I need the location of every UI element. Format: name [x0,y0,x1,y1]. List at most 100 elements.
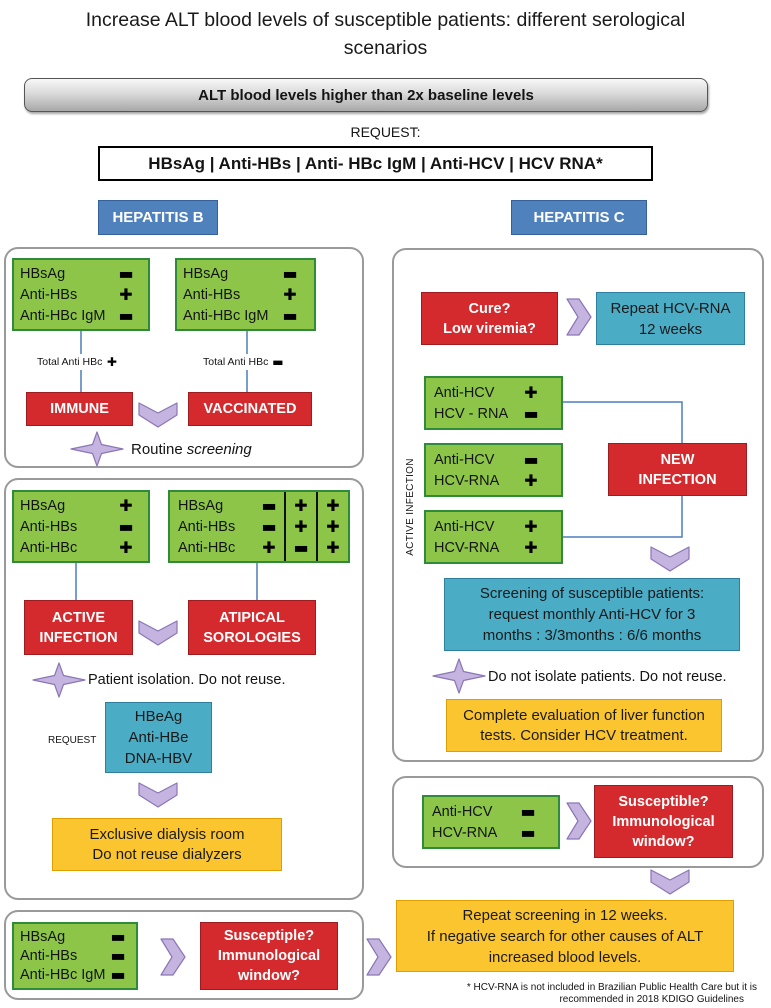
marker-row: Anti-HBs ✚ [183,284,298,305]
marker-row: Anti-HCV✚ [434,516,539,537]
marker-label: HCV-RNA [434,539,500,556]
marker-row: Anti-HBc IgM ▬ [20,305,134,326]
marker-row: HCV - RNA▬ [434,403,539,424]
hcv-susceptible-marker-box: Anti-HCV ▬ HCV-RNA ▬ [422,795,560,849]
atypical-scenario-column-3: ✚ ✚ ✚ [316,492,348,561]
new-infection-box: NEW INFECTION [608,443,747,496]
note-text: Total Anti HBc [203,356,269,368]
atypical-marker-table: HBsAg Anti-HBs Anti-HBc ▬ ▬ ✚ ✚ ✚ ▬ ✚ ✚ … [168,490,350,563]
measure-line: Exclusive dialysis room [89,825,245,843]
patient-isolation-text: Patient isolation. Do not reuse. [88,672,286,688]
page-title: Increase ALT blood levels of susceptible… [0,6,771,62]
marker-sign: ✚ [119,284,133,304]
immune-result-box: IMMUNE [26,392,133,426]
marker-sign: ▬ [118,305,134,325]
hcv-profile-box-1: Anti-HCV ✚ HCV - RNA▬ [424,376,563,430]
marker-sign: ▬ [118,516,134,536]
atypical-labels-column: HBsAg Anti-HBs Anti-HBc [170,492,254,561]
marker-sign: ✚ [524,470,538,490]
marker-label: Anti-HBc IgM [20,307,106,324]
vaccinated-marker-box: HBsAg▬ Anti-HBs✚ Anti-HBc IgM▬ [175,258,316,331]
marker-row: HCV-RNA ✚ [434,470,539,491]
star-icon [70,431,124,467]
footnote-line: recommended in 2018 KDIGO Guidelines [559,994,744,1005]
marker-row: Anti-HBs▬ [20,946,126,965]
marker-sign: ✚ [524,537,538,557]
result-line: ATIPICAL [219,609,285,626]
marker-label: Anti-HBc [20,539,78,556]
chevron-down-icon [650,869,690,895]
active-marker-box: HBsAg✚ Anti-HBs▬ Anti-HBc✚ [12,490,150,563]
chevron-right-icon [566,298,592,336]
no-isolation-text: Do not isolate patients. Do not reuse. [488,669,727,685]
marker-row: Anti-HCV ▬ [432,801,536,822]
marker-sign: ▬ [110,945,126,965]
treatment-line: tests. Consider HCV treatment. [480,726,688,744]
marker-sign: ▬ [520,822,536,842]
marker-label: HBsAg [20,497,66,514]
result-line: Immunological [217,948,321,964]
hcv-profile-box-2: Anti-HCV▬ HCV-RNA ✚ [424,443,563,497]
marker-sign: ✚ [283,284,297,304]
result-line: INFECTION [638,471,717,488]
screening-line: request monthly Anti-HCV for 3 [488,606,696,623]
repeat-line: Repeat screening in 12 weeks. [462,906,668,924]
connector-from-new-infection [563,496,683,538]
result-line: SOROLOGIES [203,629,301,646]
request-tests-box: HBsAg | Anti-HBs | Anti- HBc IgM | Anti-… [98,146,653,181]
marker-row: HBsAg▬ [183,263,298,284]
repeat-screening-box: Repeat screening in 12 weeks. If negativ… [396,900,734,972]
footnote: * HCV-RNA is not included in Brazilian P… [467,982,757,1006]
screening-line: months : 3/3months : 6/6 months [482,627,702,644]
marker-label: HCV-RNA [434,472,500,489]
atypical-serologies-result-box: ATIPICAL SOROLOGIES [188,600,316,655]
cure-low-viremia-box: Cure? Low viremia? [421,292,558,345]
result-line: Cure? [468,300,511,317]
immune-marker-box: HBsAg ▬ Anti-HBs ✚ Anti-HBc IgM ▬ [12,258,150,331]
marker-label: HBsAg [20,265,66,282]
marker-label: HBsAg [183,265,229,282]
request-label: REQUEST: [350,124,421,140]
marker-label: HBsAg [20,928,66,945]
marker-row: Anti-HBs ✚ [20,284,134,305]
routine-text: Routine [131,441,183,458]
marker-label: Anti-HCV [434,384,495,401]
result-line: window? [237,968,300,984]
marker-row: Anti-HBs▬ [20,516,134,537]
followup-tests-box: HBeAg Anti-HBe DNA-HBV [105,702,212,773]
title-line-1: Increase ALT blood levels of susceptible… [85,9,686,31]
marker-sign: ✚ [524,382,538,402]
result-line: Susceptible? [618,793,709,810]
title-line-2: scenarios [343,37,428,59]
hbv-susceptible-result-box: Susceptiple? Immunological window? [200,922,338,990]
chevron-right-icon [566,802,592,840]
marker-label: Anti-HBs [20,286,78,303]
vaccinated-result-box: VACCINATED [188,392,312,426]
marker-label: HCV-RNA [432,824,498,841]
marker-sign: ✚ [326,516,340,536]
dialysis-measures-box: Exclusive dialysis room Do not reuse dia… [52,818,282,871]
connector-to-new-infection [563,401,683,443]
marker-label: Anti-HBs [183,286,241,303]
result-line: Susceptiple? [223,928,315,944]
chevron-right-icon [160,938,186,976]
test-line: HBeAg [134,708,183,725]
marker-label: Anti-HCV [432,803,493,820]
marker-label: Anti-HBc [178,539,236,556]
footnote-line: * HCV-RNA is not included in Brazilian P… [466,982,757,993]
marker-label: Anti-HCV [434,518,495,535]
marker-row: Anti-HCV▬ [434,449,539,470]
chevron-right-icon [366,938,392,976]
hepatitis-b-header: HEPATITIS B [98,200,218,235]
atypical-scenario-column-2: ✚ ✚ ▬ [284,492,316,561]
marker-sign: ✚ [326,495,340,515]
chevron-down-icon [138,782,178,808]
marker-sign: ▬ [261,495,277,515]
marker-sign: ✚ [294,516,308,536]
marker-label: HCV - RNA [434,405,509,422]
marker-sign: ▬ [520,801,536,821]
hcv-profile-box-3: Anti-HCV✚ HCV-RNA ✚ [424,510,563,564]
note-sign: ✚ [106,355,117,369]
marker-label: Anti-HBc IgM [20,967,106,984]
